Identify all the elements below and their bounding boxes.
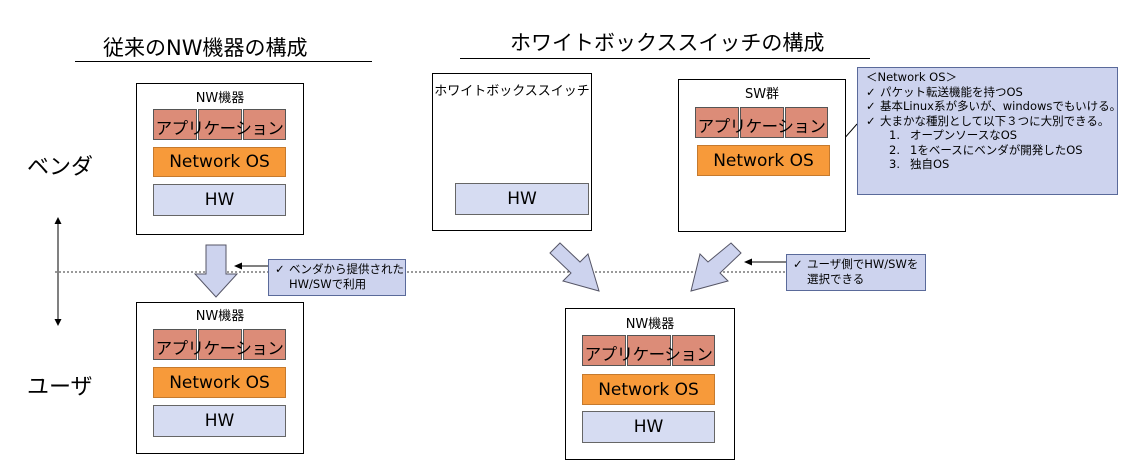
sub-item-text: オープンソースなOS xyxy=(910,128,1018,142)
check-icon: ✓ xyxy=(866,84,876,99)
network-os-block: Network OS xyxy=(582,374,715,405)
check-icon: ✓ xyxy=(275,262,285,276)
sub-item-number: 3. xyxy=(889,157,900,171)
check-icon: ✓ xyxy=(866,99,876,113)
vendor-label: ベンダ xyxy=(27,155,94,180)
hw-block: HW xyxy=(153,184,286,216)
app-segment xyxy=(672,335,715,366)
sw-group-title: SW群 xyxy=(744,87,780,102)
arrow-swgroup-to-device xyxy=(690,242,742,292)
device-title: NW機器 xyxy=(195,309,245,324)
callout-title: ＜Network OS＞ xyxy=(866,70,958,84)
hw-block: HW xyxy=(455,183,589,215)
app-segment xyxy=(740,107,784,138)
app-segment xyxy=(785,107,828,138)
network-os-block: Network OS xyxy=(153,367,286,398)
app-label: アプリケーション xyxy=(697,117,826,136)
hw-block: HW xyxy=(582,411,715,443)
vendor-provided-callout: ✓ ベンダから提供された HW/SWで利用 xyxy=(268,259,406,296)
heading-traditional: 従来のNW機器の構成 xyxy=(103,36,308,60)
device-title: NW機器 xyxy=(195,91,245,106)
callout-item: 基本Linux系が多いが、windowsでもいける。 xyxy=(880,99,1122,113)
sub-item-number: 1. xyxy=(889,128,900,142)
user-label: ユーザ xyxy=(27,375,93,400)
app-segment xyxy=(243,329,286,360)
callout-text: ベンダから提供された xyxy=(289,262,404,276)
device-title: NW機器 xyxy=(625,317,675,332)
app-segment xyxy=(582,335,626,366)
check-icon: ✓ xyxy=(866,113,876,128)
check-icon: ✓ xyxy=(793,257,803,271)
app-label: アプリケーション xyxy=(155,119,284,138)
app-segment xyxy=(153,109,197,140)
network-os-block: Network OS xyxy=(697,145,830,176)
sub-item-text: 1をベースにベンダが開発したOS xyxy=(910,142,1083,157)
callout-item: 大まかな種別として以下３つに大別できる。 xyxy=(880,113,1110,128)
whitebox-title: ホワイトボックススイッチ xyxy=(434,84,590,99)
network-os-callout: ＜Network OS＞ ✓ パケット転送機能を持つOS ✓ 基本Linux系が多い… xyxy=(857,67,1122,195)
hw-block: HW xyxy=(153,405,286,437)
heading-whitebox: ホワイトボックススイッチの構成 xyxy=(510,31,825,55)
app-segment xyxy=(198,109,242,140)
app-segment xyxy=(153,329,197,360)
callout-text: HW/SWで利用 xyxy=(289,276,367,291)
sub-item-text: 独自OS xyxy=(910,157,950,171)
callout-item: パケット転送機能を持つOS xyxy=(880,84,1023,99)
app-label: アプリケーション xyxy=(584,345,713,364)
heading-whitebox-underline xyxy=(460,58,870,59)
app-segment xyxy=(243,109,286,140)
heading-traditional-underline xyxy=(75,61,372,62)
app-label: アプリケーション xyxy=(155,339,284,358)
app-segment xyxy=(198,329,242,360)
callout-text: ユーザ側でHW/SWを xyxy=(807,257,919,271)
down-arrow-traditional xyxy=(193,244,239,298)
sub-item-number: 2. xyxy=(889,142,900,157)
app-segment xyxy=(627,335,671,366)
network-os-block: Network OS xyxy=(153,147,286,177)
app-segment xyxy=(695,107,739,138)
user-select-callout: ✓ ユーザ側でHW/SWを 選択できる xyxy=(786,254,926,291)
arrow-whitebox-to-device xyxy=(549,242,600,292)
callout-text: 選択できる xyxy=(807,271,865,286)
